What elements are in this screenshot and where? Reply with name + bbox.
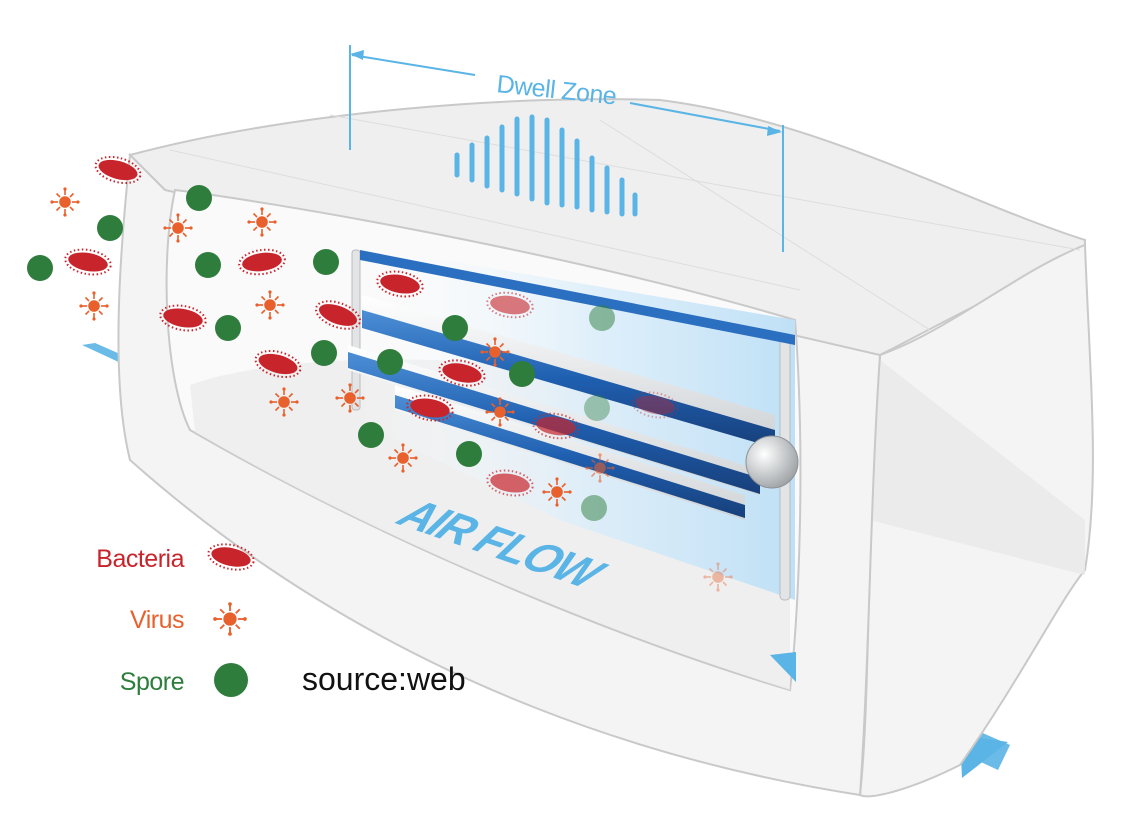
spore-particle bbox=[584, 395, 610, 421]
virus-particle bbox=[49, 186, 81, 218]
virus-particle bbox=[78, 290, 110, 322]
spore-particle bbox=[195, 252, 221, 278]
spore-particle bbox=[377, 349, 403, 375]
source-caption: source:web bbox=[302, 661, 466, 697]
legend: Bacteria Virus Spore bbox=[96, 539, 257, 697]
spore-particle bbox=[358, 422, 384, 448]
spore-particle bbox=[589, 305, 615, 331]
virus-icon bbox=[212, 601, 248, 637]
spore-particle bbox=[442, 315, 468, 341]
spore-particle bbox=[581, 495, 607, 521]
legend-label-bacteria: Bacteria bbox=[96, 545, 184, 573]
spore-particle bbox=[509, 361, 535, 387]
spore-particle bbox=[97, 215, 123, 241]
spore-particle bbox=[456, 441, 482, 467]
spore-particle bbox=[186, 185, 212, 211]
spore-particle bbox=[215, 315, 241, 341]
spore-particle bbox=[27, 255, 53, 281]
spore-icon bbox=[214, 663, 248, 697]
legend-label-spore: Spore bbox=[120, 668, 184, 696]
uv-wave-icon bbox=[454, 114, 638, 217]
spore-particle bbox=[311, 340, 337, 366]
spore-particle bbox=[313, 249, 339, 275]
bacteria-particle bbox=[62, 245, 114, 279]
legend-label-virus: Virus bbox=[130, 606, 184, 634]
